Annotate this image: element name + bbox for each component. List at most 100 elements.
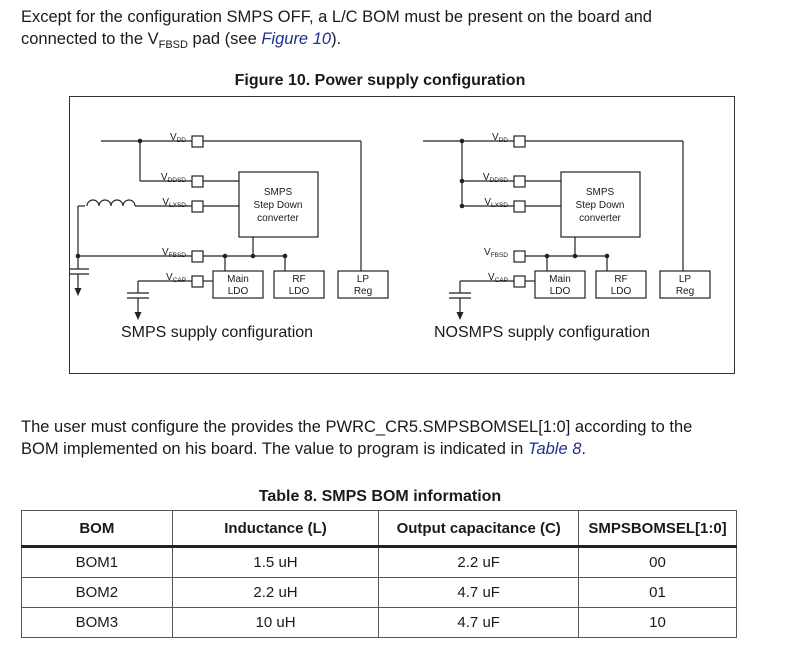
converter-label: SMPS <box>586 187 615 198</box>
main-ldo-box <box>212 270 264 299</box>
pin-pad <box>513 250 526 263</box>
cell-capacitance: 4.7 uF <box>378 577 580 608</box>
lp-reg-label: LP <box>679 274 692 285</box>
converter-label: converter <box>579 213 621 224</box>
pin-label: VCAP <box>488 272 508 284</box>
panel-caption: NOSMPS supply configuration <box>434 324 650 341</box>
cell-smpsbomsel: 10 <box>578 607 737 638</box>
pin-pad <box>191 175 204 188</box>
intro-line2-pre: connected to the V <box>21 30 159 48</box>
pin-pad <box>513 175 526 188</box>
power-supply-diagram: VDD VDDSD VLXSD VFBSD VCAP SMPS Step Down conve… <box>70 132 711 341</box>
main-ldo-label: Main <box>549 274 571 285</box>
pin-label: VFBSD <box>162 247 186 259</box>
table-row: BOM2 2.2 uH 4.7 uF 01 <box>21 577 737 608</box>
cell-inductance: 10 uH <box>171 607 380 638</box>
pin-label: VLXSD <box>484 197 508 209</box>
cell-capacitance: 2.2 uF <box>378 546 580 578</box>
converter-label: Step Down <box>576 200 625 211</box>
table-8-link[interactable]: Table 8 <box>527 440 582 458</box>
junction-dot <box>459 138 465 144</box>
rf-ldo-label: RF <box>614 274 627 285</box>
rf-ldo-box <box>273 270 325 299</box>
header-smpsbomsel: SMPSBOMSEL[1:0] <box>578 510 737 548</box>
ground-arrow <box>74 288 82 296</box>
lp-reg-label: Reg <box>676 286 694 297</box>
inductor-coil <box>122 199 136 207</box>
pin-label: VDD <box>170 132 186 144</box>
pin-label: VFBSD <box>484 247 508 259</box>
table-row: BOM3 10 uH 4.7 uF 10 <box>21 607 737 638</box>
rf-ldo-label: RF <box>292 274 305 285</box>
pin-pad <box>191 200 204 213</box>
inductor-coil <box>98 199 112 207</box>
junction-dot <box>137 138 143 144</box>
ground-arrow <box>456 312 464 320</box>
junction-dot <box>604 253 610 259</box>
junction-dot <box>459 178 465 184</box>
main-ldo-label: LDO <box>550 286 571 297</box>
pin-pad <box>191 135 204 148</box>
cell-inductance: 1.5 uH <box>171 546 380 578</box>
pin-label: VDDSD <box>483 172 508 184</box>
table-header-row: BOM Inductance (L) Output capacitance (C… <box>21 510 737 548</box>
figure-box: VDD VDDSD VLXSD VFBSD VCAP SMPS Step Down conve… <box>69 96 735 374</box>
config-paragraph: The user must configure the provides the… <box>21 416 692 460</box>
cell-bom: BOM3 <box>21 607 173 638</box>
table-title: Table 8. SMPS BOM information <box>258 488 502 505</box>
converter-label: Step Down <box>254 200 303 211</box>
ground-arrow <box>134 312 142 320</box>
figure-10-link[interactable]: Figure 10 <box>261 30 332 48</box>
pin-label: VLXSD <box>162 197 186 209</box>
junction-dot <box>282 253 288 259</box>
vfbsd-subscript: FBSD <box>158 39 188 51</box>
config-line2-pre: BOM implemented on his board. The value … <box>21 440 528 458</box>
lp-reg-label: Reg <box>354 286 372 297</box>
main-ldo-label: LDO <box>228 286 249 297</box>
header-inductance: Inductance (L) <box>171 510 380 548</box>
main-ldo-box <box>534 270 586 299</box>
config-line2-post: . <box>581 440 587 458</box>
figure-title: Figure 10. Power supply configuration <box>234 72 526 89</box>
pin-label: VDD <box>492 132 508 144</box>
lp-reg-label: LP <box>357 274 370 285</box>
intro-line1: Except for the configuration SMPS OFF, a… <box>21 8 652 26</box>
pin-pad <box>513 275 526 288</box>
main-ldo-label: Main <box>227 274 249 285</box>
pin-pad <box>191 250 204 263</box>
header-output-capacitance: Output capacitance (C) <box>378 510 580 548</box>
header-bom: BOM <box>21 510 173 548</box>
cell-bom: BOM1 <box>21 546 173 578</box>
intro-paragraph: Except for the configuration SMPS OFF, a… <box>21 6 652 56</box>
nosmps-panel: VDD VDDSD VLXSD VFBSD VCAP SMPS Step Down conve… <box>423 132 711 341</box>
lp-reg-box <box>337 270 389 299</box>
panel-caption: SMPS supply configuration <box>121 324 313 341</box>
rf-ldo-label: LDO <box>289 286 310 297</box>
smps-converter-box <box>560 171 641 238</box>
converter-label: SMPS <box>264 187 293 198</box>
intro-line2-post: ). <box>331 30 342 48</box>
smps-converter-box <box>238 171 319 238</box>
cell-smpsbomsel: 01 <box>578 577 737 608</box>
rf-ldo-label: LDO <box>611 286 632 297</box>
pin-label: VDDSD <box>161 172 186 184</box>
junction-dot <box>459 203 465 209</box>
config-line1: The user must configure the provides the… <box>21 418 693 436</box>
smps-bom-table: BOM Inductance (L) Output capacitance (C… <box>21 510 737 638</box>
cell-inductance: 2.2 uH <box>171 577 380 608</box>
inductor-coil <box>110 199 124 207</box>
cell-smpsbomsel: 00 <box>578 546 737 578</box>
lp-reg-box <box>659 270 711 299</box>
junction-dot <box>250 253 256 259</box>
smps-panel: VDD VDDSD VLXSD VFBSD VCAP SMPS Step Down conve… <box>70 132 389 341</box>
converter-label: converter <box>257 213 299 224</box>
pin-pad <box>513 135 526 148</box>
inductor-coil <box>86 199 100 207</box>
pin-pad <box>513 200 526 213</box>
rf-ldo-box <box>595 270 647 299</box>
pin-label: VCAP <box>166 272 186 284</box>
table-row: BOM1 1.5 uH 2.2 uF 00 <box>21 546 737 578</box>
junction-dot <box>222 253 228 259</box>
junction-dot <box>544 253 550 259</box>
intro-line2-mid: pad (see <box>187 30 262 48</box>
